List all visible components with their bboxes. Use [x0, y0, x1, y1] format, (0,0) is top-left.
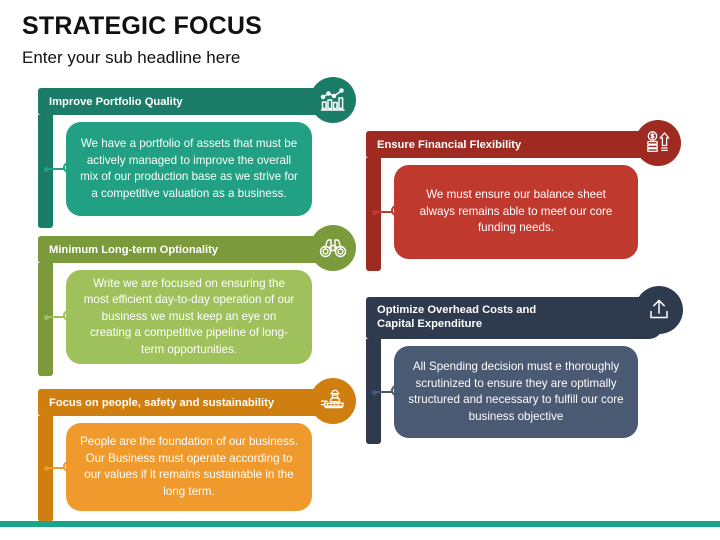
card-body-bubble: We have a portfolio of assets that must …: [66, 122, 312, 216]
card-connector: [44, 162, 78, 176]
upload-arrow-icon: [646, 297, 672, 323]
card-icon-badge: [310, 378, 356, 424]
card-body-bubble: We must ensure our balance sheet always …: [394, 165, 638, 259]
card-ensure-financial-flexibility[interactable]: Ensure Financial Flexibility We must ens…: [366, 120, 681, 271]
card-focus-on-people-safety-sustainability[interactable]: Focus on people, safety and sustainabili…: [38, 378, 356, 522]
card-body-bubble: People are the foundation of our busines…: [66, 423, 312, 511]
connector-dot: [372, 209, 377, 215]
card-optimize-overhead-costs[interactable]: Optimize Overhead Costs and Capital Expe…: [366, 286, 683, 444]
card-header-bar: Ensure Financial Flexibility: [366, 131, 663, 158]
card-spine: [38, 115, 53, 228]
card-icon-badge: [635, 286, 683, 334]
coins-growth-icon: [645, 130, 671, 156]
card-header-bar: Improve Portfolio Quality: [38, 88, 338, 115]
card-heading: Optimize Overhead Costs and Capital Expe…: [377, 304, 537, 330]
card-body-text: People are the foundation of our busines…: [80, 435, 298, 498]
connector-ring: [391, 205, 402, 216]
connector-ring: [63, 162, 74, 173]
card-heading: Improve Portfolio Quality: [49, 95, 183, 108]
card-body-text: All Spending decision must e thoroughly …: [408, 360, 624, 423]
connector-line: [376, 391, 392, 394]
connector-dot: [44, 166, 49, 172]
card-body-text: We must ensure our balance sheet always …: [419, 188, 613, 235]
worker-machinery-icon: [319, 388, 347, 414]
card-heading: Focus on people, safety and sustainabili…: [49, 396, 275, 409]
connector-ring: [63, 461, 74, 472]
card-spine: [366, 158, 381, 271]
card-icon-badge: [310, 225, 356, 271]
card-heading: Ensure Financial Flexibility: [377, 138, 522, 151]
connector-line: [48, 316, 64, 319]
card-icon-badge: [635, 120, 681, 166]
connector-line: [48, 168, 64, 171]
card-minimum-long-term-optionality[interactable]: Minimum Long-term Optionality Write we a…: [38, 225, 356, 376]
connector-ring: [63, 310, 74, 321]
bar-chart-trend-icon: [320, 87, 346, 113]
card-header-bar: Optimize Overhead Costs and Capital Expe…: [366, 297, 663, 339]
page-subtitle: Enter your sub headline here: [22, 48, 241, 67]
card-heading: Minimum Long-term Optionality: [49, 243, 219, 256]
card-header-bar: Focus on people, safety and sustainabili…: [38, 389, 338, 416]
connector-ring: [391, 385, 402, 396]
card-improve-portfolio-quality[interactable]: Improve Portfolio Quality We have a port…: [38, 77, 356, 228]
card-connector: [44, 461, 78, 475]
connector-line: [376, 211, 392, 214]
card-header-bar: Minimum Long-term Optionality: [38, 236, 338, 263]
card-body-text: We have a portfolio of assets that must …: [80, 137, 298, 200]
card-connector: [44, 310, 78, 324]
connector-dot: [44, 314, 49, 320]
connector-dot: [372, 389, 377, 395]
card-spine: [38, 263, 53, 376]
footer-accent-bar: [0, 521, 720, 527]
binoculars-icon: [319, 236, 347, 260]
card-body-bubble: Write we are focused on ensuring the mos…: [66, 270, 312, 364]
card-body-bubble: All Spending decision must e thoroughly …: [394, 346, 638, 438]
connector-line: [48, 467, 64, 470]
card-icon-badge: [310, 77, 356, 123]
card-connector: [372, 205, 406, 219]
card-connector: [372, 385, 406, 399]
card-body-text: Write we are focused on ensuring the mos…: [83, 276, 295, 356]
page-title: STRATEGIC FOCUS: [22, 12, 263, 40]
connector-dot: [44, 465, 49, 471]
